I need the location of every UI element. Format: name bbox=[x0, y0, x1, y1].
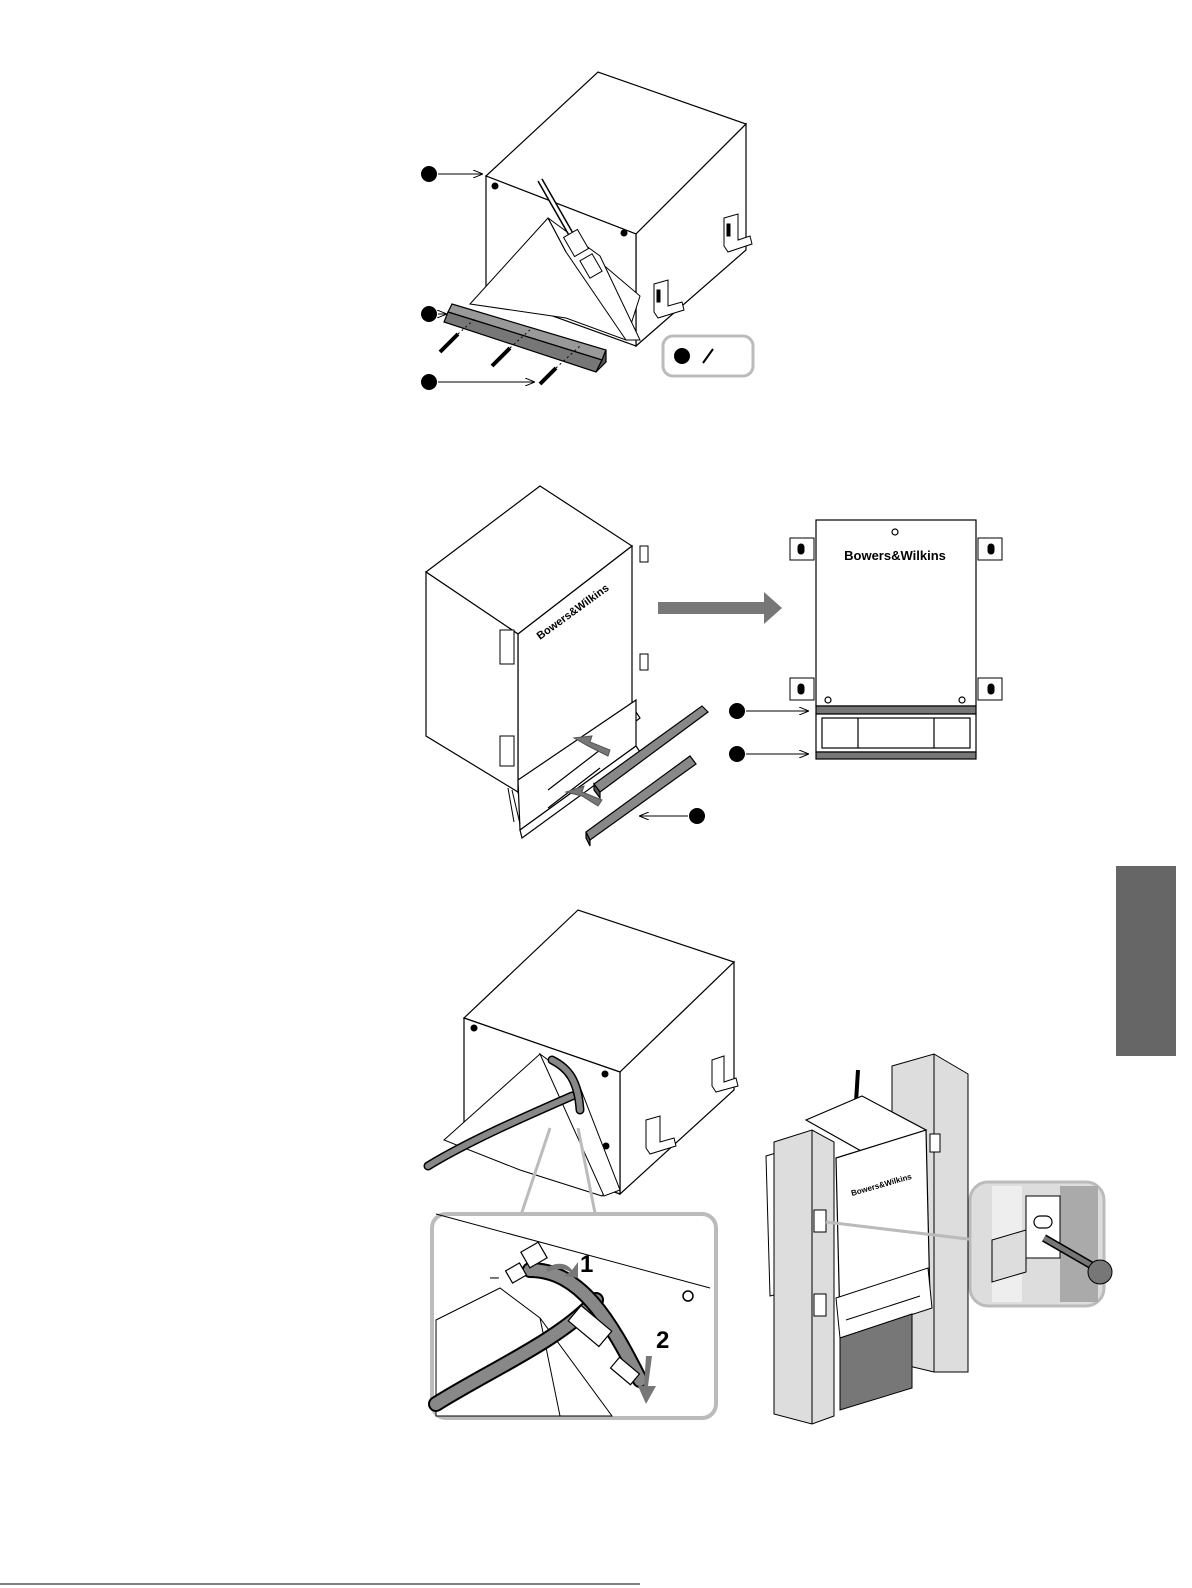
step-2-label: 2 bbox=[656, 1327, 669, 1354]
screw-icon bbox=[683, 1291, 693, 1301]
callout-marker bbox=[640, 703, 808, 824]
wall-studs-assembly: Bowers&Wilkins bbox=[766, 1054, 968, 1424]
trim-frame-front bbox=[816, 706, 976, 759]
figure-3: – 1 2 Bowers&Wilkins bbox=[428, 910, 1112, 1424]
transition-arrow bbox=[658, 592, 782, 624]
figure-2: Bowers&Wilkins bbox=[426, 486, 1002, 846]
parts-inset bbox=[663, 336, 753, 376]
detail-inset: – 1 2 bbox=[432, 1214, 716, 1418]
brand-logo: Bowers&Wilkins bbox=[844, 548, 946, 563]
bracket-detail-inset bbox=[970, 1182, 1112, 1306]
minus-sign: – bbox=[490, 1269, 499, 1286]
figure-1 bbox=[421, 72, 753, 390]
step-1-label: 1 bbox=[580, 1251, 593, 1278]
side-tab bbox=[1116, 866, 1176, 1056]
